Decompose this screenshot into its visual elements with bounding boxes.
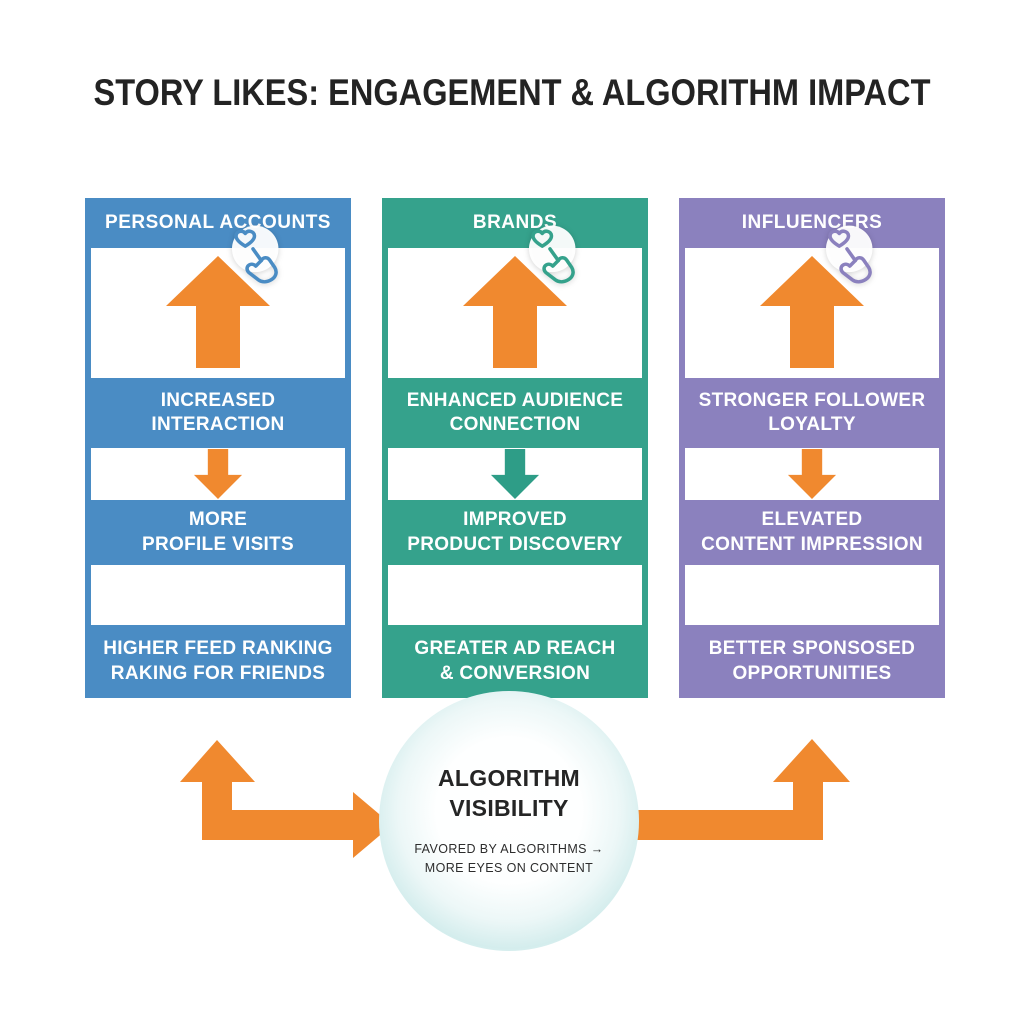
- growth-band: [388, 225, 642, 378]
- step-label: GREATER AD REACH & CONVERSION: [382, 625, 648, 698]
- column-header: INFLUENCERS: [679, 198, 945, 248]
- up-arrow-icon: [760, 256, 864, 368]
- up-arrow-icon: [166, 256, 270, 368]
- step-text: IMPROVED PRODUCT DISCOVERY: [407, 509, 623, 555]
- flow-band: [388, 448, 642, 500]
- step-label: IMPROVED PRODUCT DISCOVERY: [382, 500, 648, 565]
- column-header-label: BRANDS: [472, 212, 558, 233]
- column-brands: BRANDS ENHANCED AUDIENCE CONNECTION IMPR…: [382, 198, 648, 698]
- step-text: STRONGER FOLLOWER LOYALTY: [698, 389, 926, 435]
- growth-band: [685, 225, 939, 378]
- step-text: GREATER AD REACH & CONVERSION: [414, 638, 616, 684]
- spacer-band: [388, 565, 642, 625]
- column-influencers: INFLUENCERS STRONGER FOLLOWER LOYALTY EL…: [679, 198, 945, 698]
- tap-heart-icon: [231, 225, 279, 284]
- growth-band: [91, 225, 345, 378]
- step-text: HIGHER FEED RANKING RAKING FOR FRIENDS: [103, 638, 333, 684]
- step-label: ELEVATED CONTENT IMPRESSION: [679, 500, 945, 565]
- step-text: BETTER SPONSOSED OPPORTUNITIES: [708, 638, 916, 684]
- down-arrow-icon: [490, 449, 540, 499]
- up-arrow-icon: [463, 256, 567, 368]
- step-label: HIGHER FEED RANKING RAKING FOR FRIENDS: [85, 625, 351, 698]
- column-personal-accounts: PERSONAL ACCOUNTS INCREASED INTERACTION …: [85, 198, 351, 698]
- column-header-label: PERSONAL ACCOUNTS: [105, 212, 331, 233]
- down-arrow-icon: [193, 449, 243, 499]
- spacer-band: [685, 565, 939, 625]
- circle-title: ALGORITHM VISIBILITY: [438, 765, 580, 822]
- flow-band: [91, 448, 345, 500]
- flow-band: [685, 448, 939, 500]
- step-label: BETTER SPONSOSED OPPORTUNITIES: [679, 625, 945, 698]
- tap-heart-icon: [825, 225, 873, 284]
- step-text: ENHANCED AUDIENCE CONNECTION: [406, 389, 624, 435]
- circle-subtitle: FAVORED BY ALGORITHMS → MORE EYES ON CON…: [414, 842, 604, 875]
- column-header: BRANDS: [382, 198, 648, 248]
- elbow-arrow-left-icon: [180, 740, 392, 858]
- step-text: ELEVATED CONTENT IMPRESSION: [701, 509, 923, 555]
- down-arrow-icon: [787, 449, 837, 499]
- algorithm-visibility-circle: ALGORITHM VISIBILITY FAVORED BY ALGORITH…: [379, 691, 639, 951]
- step-label: INCREASED INTERACTION: [85, 378, 351, 448]
- step-label: STRONGER FOLLOWER LOYALTY: [679, 378, 945, 448]
- elbow-arrow-right-icon: [635, 739, 850, 840]
- step-text: MORE PROFILE VISITS: [142, 509, 294, 555]
- step-label: MORE PROFILE VISITS: [85, 500, 351, 565]
- step-label: ENHANCED AUDIENCE CONNECTION: [382, 378, 648, 448]
- step-text: INCREASED INTERACTION: [151, 389, 285, 435]
- spacer-band: [91, 565, 345, 625]
- tap-heart-icon: [528, 225, 576, 284]
- column-header: PERSONAL ACCOUNTS: [85, 198, 351, 248]
- page-title: STORY LIKES: ENGAGEMENT & ALGORITHM IMPA…: [93, 72, 931, 113]
